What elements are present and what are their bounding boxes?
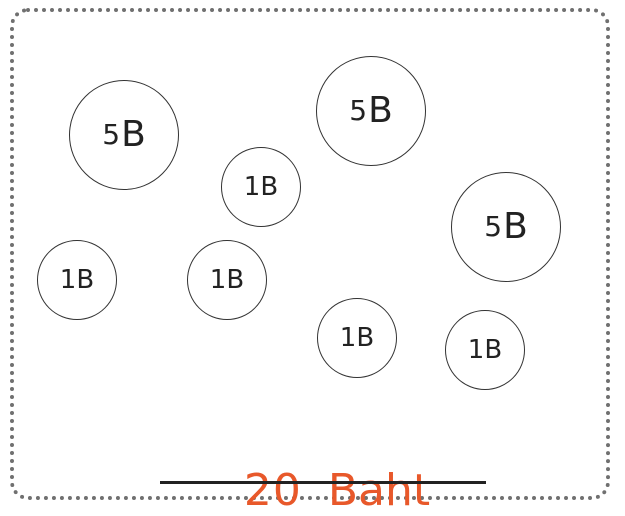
coin-unit: B — [260, 172, 279, 202]
total-currency: Baht — [327, 465, 431, 516]
coin-value: 1 — [339, 323, 357, 353]
coin-value: 1 — [209, 265, 227, 295]
total-underline — [160, 481, 486, 484]
coin-value: 5 — [484, 210, 503, 243]
coin-value: 1 — [59, 265, 77, 295]
coin-unit: B — [76, 265, 95, 295]
coin-unit: B — [484, 335, 503, 365]
coin-unit: B — [356, 323, 375, 353]
coin-unit: B — [368, 90, 393, 131]
coin-value: 5 — [349, 94, 368, 127]
coin-unit: B — [503, 206, 528, 247]
coin-unit: B — [226, 265, 245, 295]
coin-value: 5 — [102, 118, 121, 151]
coin-value: 1 — [243, 172, 261, 202]
dotted-frame — [10, 8, 610, 500]
coin-unit: B — [121, 114, 146, 155]
total-label: 20 Baht — [160, 425, 486, 513]
coin-value: 1 — [467, 335, 485, 365]
total-amount: 20 — [243, 465, 302, 516]
